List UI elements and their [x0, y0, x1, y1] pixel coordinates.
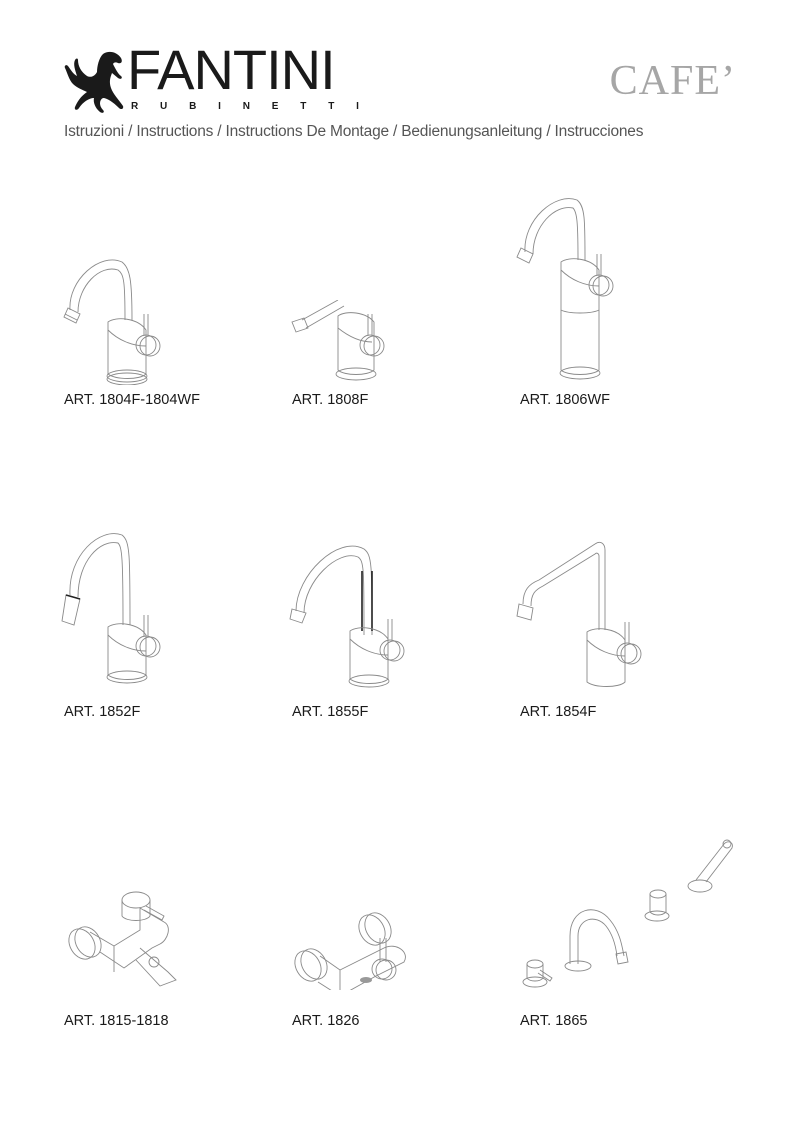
- bidet-mixer-icon: [291, 300, 385, 381]
- product-label: ART. 1852F: [64, 704, 141, 720]
- brand-name: FANTINI: [127, 38, 336, 101]
- instructions-subtitle: Istruzioni / Instructions / Instructions…: [64, 123, 644, 140]
- product-1852: [60, 525, 170, 690]
- tall-basin-mixer-icon: [516, 198, 614, 380]
- wall-shower-mixer-icon: [294, 912, 406, 990]
- wall-bath-mixer-icon: [68, 891, 177, 987]
- product-1865: [518, 838, 763, 993]
- product-1854: [515, 540, 645, 690]
- product-label: ART. 1855F: [292, 704, 369, 720]
- brand-subtitle: R U B I N E T T I: [131, 101, 359, 112]
- product-1855: [288, 535, 408, 690]
- product-1806: [515, 190, 625, 382]
- basin-mixer-icon: [63, 259, 161, 385]
- product-label: ART. 1854F: [520, 704, 597, 720]
- product-label: ART. 1808F: [292, 392, 369, 408]
- brand-sub-letter: I: [356, 101, 359, 112]
- brand-sub-letter: E: [271, 101, 279, 112]
- product-label: ART. 1815-1818: [64, 1013, 169, 1029]
- series-title: CAFE’: [609, 58, 736, 104]
- deck-bath-set-icon: [522, 839, 733, 988]
- product-label: ART. 1865: [520, 1013, 588, 1029]
- brand-sub-letter: T: [328, 101, 335, 112]
- pull-out-kitchen-mixer-icon: [61, 533, 161, 684]
- brand-sub-letter: U: [160, 101, 168, 112]
- product-label: ART. 1804F-1804WF: [64, 392, 200, 408]
- product-1804: [60, 250, 170, 385]
- brand-sub-letter: R: [131, 101, 139, 112]
- brand-sub-letter: T: [300, 101, 307, 112]
- brand-logo: FANTINI R U B I N E T T I: [63, 38, 363, 119]
- product-1826: [292, 910, 412, 990]
- square-spout-kitchen-mixer-icon: [516, 541, 642, 687]
- product-1808: [288, 300, 398, 385]
- kitchen-mixer-icon: [289, 545, 405, 688]
- product-label: ART. 1826: [292, 1013, 360, 1029]
- product-label: ART. 1806WF: [520, 392, 610, 408]
- brand-sub-letter: N: [242, 101, 250, 112]
- brand-sub-letter: I: [218, 101, 221, 112]
- product-1815: [64, 888, 189, 988]
- brand-sub-letter: B: [189, 101, 197, 112]
- prancing-horse-icon: [64, 51, 124, 113]
